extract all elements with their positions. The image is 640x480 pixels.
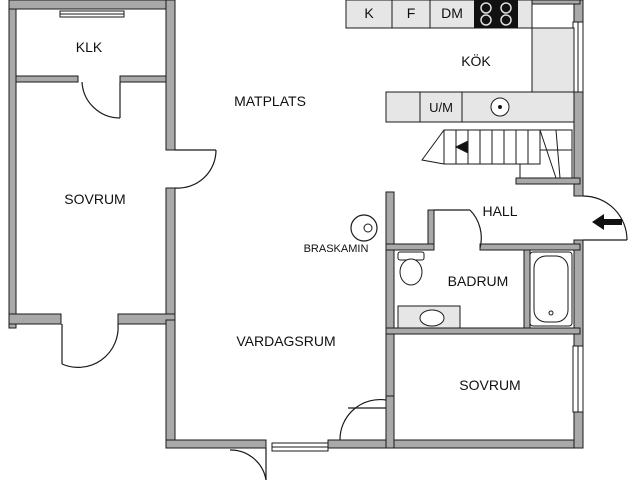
- wall-bath-top-a: [385, 243, 435, 251]
- toilet-icon: [397, 251, 425, 286]
- wall-left-inner-lower: [165, 187, 176, 329]
- wall-right-outer-b: [573, 239, 584, 449]
- wall-left-outer: [8, 0, 17, 329]
- kitchen-island: [385, 91, 575, 123]
- fireplace-icon: [350, 214, 378, 242]
- wall-bath-left: [427, 209, 435, 249]
- stairs: [421, 129, 573, 179]
- wall-bottom-b: [327, 439, 581, 449]
- door-klk-swing: [81, 81, 121, 119]
- doors: [61, 81, 628, 480]
- windows: [59, 10, 584, 452]
- wall-bath-bottom: [385, 327, 581, 335]
- door-bottom-swing: [229, 449, 267, 480]
- kitchen: [345, 0, 575, 123]
- wall-klk-bottom-r: [119, 75, 167, 83]
- door-sovrum-left-swing: [174, 149, 217, 189]
- door-bath-swing: [469, 209, 482, 249]
- room-label-braskamin: BRASKAMIN: [304, 243, 369, 255]
- stairs-arrow-icon: [454, 140, 469, 154]
- wall-bedroom-right-stub: [385, 395, 395, 449]
- wall-stairs-bottom: [515, 177, 581, 185]
- room-label-hall: HALL: [482, 203, 517, 219]
- appliance-label-dishwasher: DM: [441, 5, 463, 21]
- door-bedroom-right-swing: [339, 398, 387, 441]
- appliance-label-washer: U/M: [429, 100, 453, 115]
- room-label-badrum: BADRUM: [448, 273, 509, 289]
- door-left-bottom-swing: [61, 323, 119, 368]
- wall-partition-vertical: [385, 191, 395, 401]
- wall-bottom-a: [165, 439, 267, 449]
- bathroom-fixtures: [397, 251, 573, 329]
- wall-klk-bottom: [15, 75, 79, 83]
- wall-left-top: [8, 0, 167, 10]
- kitchen-right-counter: [531, 27, 575, 93]
- wall-bath-top-b: [479, 243, 581, 251]
- wall-left-bottom-a: [8, 313, 62, 325]
- room-label-sovrum-right: SOVRUM: [459, 377, 520, 393]
- appliance-label-fridge: K: [364, 5, 374, 21]
- entrance-arrow-icon: [592, 214, 622, 230]
- wall-living-left: [165, 319, 176, 445]
- room-label-kok: KÖK: [461, 52, 491, 69]
- wall-left-inner-upper: [165, 0, 176, 151]
- room-label-sovrum-left: SOVRUM: [64, 191, 125, 207]
- wall-left-bottom-b: [117, 313, 176, 325]
- room-label-klk: KLK: [76, 39, 103, 55]
- appliance-label-freezer: F: [407, 5, 416, 21]
- wall-bath-inner: [523, 249, 531, 329]
- stove-icon: [474, 0, 518, 28]
- door-entrance-swing: [582, 195, 628, 241]
- room-label-vardagsrum: VARDAGSRUM: [236, 333, 335, 349]
- room-label-matplats: MATPLATS: [234, 93, 306, 109]
